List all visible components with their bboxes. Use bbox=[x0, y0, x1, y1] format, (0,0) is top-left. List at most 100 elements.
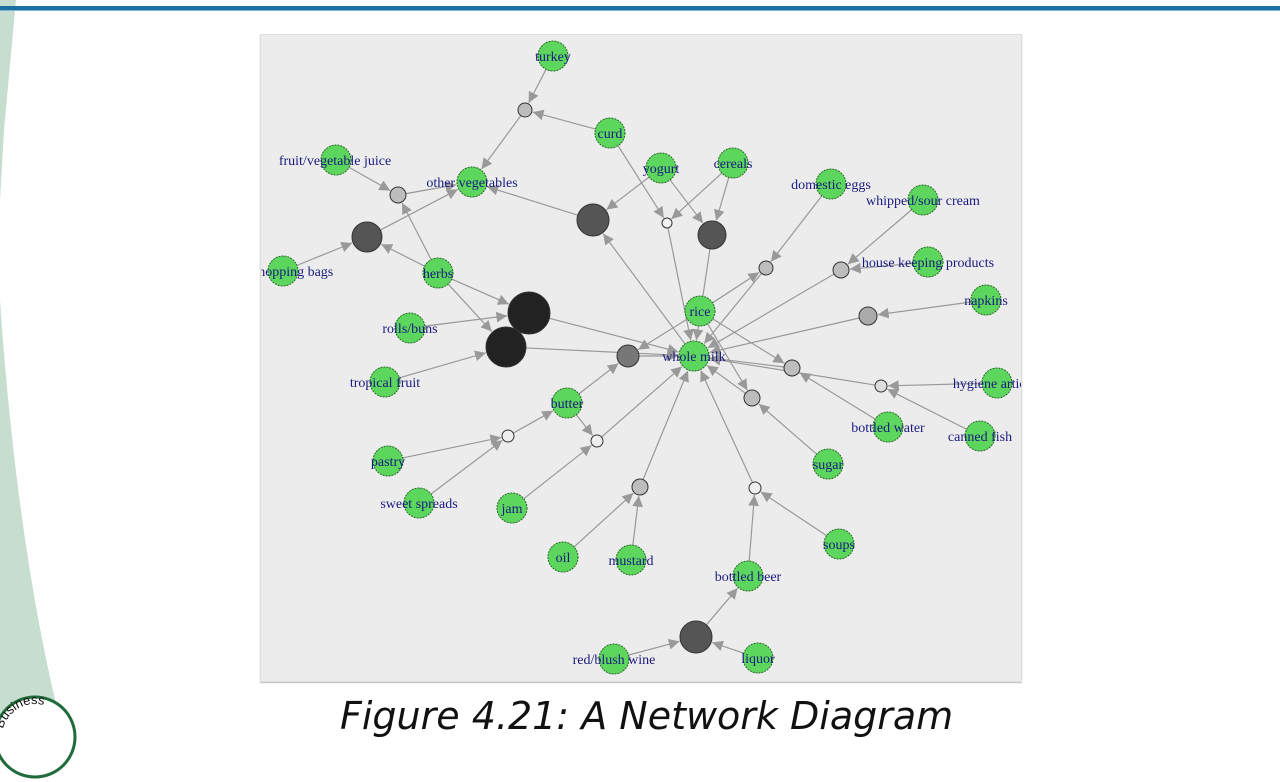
item-label-milk: whole milk bbox=[662, 350, 725, 365]
edge-butter-r12 bbox=[578, 362, 619, 395]
item-label-jam: jam bbox=[501, 502, 523, 517]
edge-milk-r4 bbox=[602, 233, 686, 345]
rule-node-r6[interactable] bbox=[697, 220, 727, 250]
edge-fvjuice-r2 bbox=[348, 166, 391, 192]
item-node-mustard[interactable] bbox=[615, 544, 647, 576]
item-node-spreads[interactable] bbox=[403, 487, 435, 519]
edge-r6-milk bbox=[692, 248, 711, 341]
item-label-napkins: napkins bbox=[964, 294, 1008, 309]
rule-node-r8[interactable] bbox=[832, 261, 850, 279]
business-logo: Business bbox=[0, 692, 77, 779]
item-node-tropical[interactable] bbox=[369, 366, 401, 398]
edge-r7-milk bbox=[703, 273, 763, 344]
item-label-tropical: tropical fruit bbox=[350, 376, 420, 391]
item-label-water: bottled water bbox=[851, 421, 925, 436]
edge-hygiene-r14 bbox=[887, 380, 983, 391]
edge-herbs-r11 bbox=[447, 283, 493, 332]
item-node-fish[interactable] bbox=[964, 420, 996, 452]
decorative-swoosh bbox=[0, 0, 60, 720]
rule-node-r14[interactable] bbox=[874, 379, 888, 393]
edge-tropical-r11 bbox=[399, 350, 486, 379]
item-node-liquor[interactable] bbox=[742, 642, 774, 674]
rule-node-r2[interactable] bbox=[389, 186, 407, 204]
rule-node-r15[interactable] bbox=[743, 389, 761, 407]
item-node-sugar[interactable] bbox=[812, 448, 844, 480]
item-node-rolls[interactable] bbox=[394, 312, 426, 344]
rule-node-r10[interactable] bbox=[507, 291, 551, 335]
edge-r13-milk bbox=[709, 353, 785, 368]
rule-node-r13[interactable] bbox=[783, 359, 801, 377]
rule-node-r4[interactable] bbox=[576, 203, 610, 237]
item-label-rolls: rolls/buns bbox=[382, 322, 437, 337]
edge-cereals-r5 bbox=[671, 172, 723, 220]
rule-node-r12[interactable] bbox=[616, 344, 640, 368]
edge-turkey-r1 bbox=[528, 69, 547, 104]
item-node-eggs[interactable] bbox=[815, 168, 847, 200]
item-node-milk[interactable] bbox=[678, 340, 710, 372]
edge-napkins-r9 bbox=[877, 301, 972, 319]
item-node-butter[interactable] bbox=[551, 387, 583, 419]
item-label-yogurt: yogurt bbox=[643, 162, 680, 177]
edge-water-r13 bbox=[799, 372, 876, 420]
item-label-wine: red/blush wine bbox=[573, 653, 656, 668]
item-label-butter: butter bbox=[551, 397, 584, 412]
item-label-bags: shopping bags bbox=[261, 265, 333, 280]
item-label-rice: rice bbox=[690, 305, 711, 320]
item-node-cereals[interactable] bbox=[717, 147, 749, 179]
edge-r4-othveg bbox=[487, 184, 578, 216]
rule-node-r11[interactable] bbox=[485, 326, 527, 368]
rule-node-r20[interactable] bbox=[679, 620, 713, 654]
item-label-othveg: other vegetables bbox=[426, 176, 517, 191]
item-node-hygiene[interactable] bbox=[981, 367, 1013, 399]
edge-herbs-r2 bbox=[401, 202, 432, 260]
edge-sugar-r15 bbox=[758, 403, 818, 455]
item-label-cream: whipped/sour cream bbox=[866, 194, 980, 209]
edge-wine-r20 bbox=[628, 638, 680, 656]
item-label-hygiene: hygiene articles bbox=[953, 377, 1021, 392]
item-node-fvjuice[interactable] bbox=[320, 144, 352, 176]
item-node-herbs[interactable] bbox=[422, 257, 454, 289]
rule-node-r9[interactable] bbox=[858, 306, 878, 326]
item-node-rice[interactable] bbox=[684, 295, 716, 327]
item-node-bags[interactable] bbox=[267, 255, 299, 287]
item-label-house: house keeping products bbox=[862, 256, 994, 271]
edge-cream-r8 bbox=[847, 209, 912, 265]
item-node-jam[interactable] bbox=[496, 492, 528, 524]
item-node-napkins[interactable] bbox=[970, 284, 1002, 316]
item-node-pastry[interactable] bbox=[372, 445, 404, 477]
rule-node-r3[interactable] bbox=[351, 221, 383, 253]
edge-curd-r5 bbox=[617, 145, 665, 219]
rule-node-r7[interactable] bbox=[758, 260, 774, 276]
edge-liquor-r20 bbox=[711, 640, 744, 654]
item-node-yogurt[interactable] bbox=[645, 152, 677, 184]
item-node-cream[interactable] bbox=[907, 184, 939, 216]
item-node-beer[interactable] bbox=[732, 560, 764, 592]
edge-pastry-r16 bbox=[402, 434, 502, 459]
figure-caption: Figure 4.21: A Network Diagram bbox=[340, 694, 954, 738]
item-node-wine[interactable] bbox=[598, 643, 630, 675]
item-label-mustard: mustard bbox=[608, 554, 653, 569]
item-node-soups[interactable] bbox=[823, 528, 855, 560]
rule-node-r1[interactable] bbox=[517, 102, 533, 118]
edge-rolls-r10 bbox=[424, 311, 508, 327]
edge-rice-r7 bbox=[712, 271, 760, 304]
rule-node-r19[interactable] bbox=[748, 481, 762, 495]
item-node-house[interactable] bbox=[912, 246, 944, 278]
edge-r10-milk bbox=[549, 317, 679, 355]
edge-r15-milk bbox=[706, 364, 746, 394]
edge-herbs-r10 bbox=[451, 278, 510, 305]
item-node-othveg[interactable] bbox=[456, 166, 488, 198]
item-node-water[interactable] bbox=[872, 411, 904, 443]
item-node-curd[interactable] bbox=[594, 117, 626, 149]
rule-node-r18[interactable] bbox=[631, 478, 649, 496]
rule-node-r16[interactable] bbox=[501, 429, 515, 443]
item-node-oil[interactable] bbox=[547, 541, 579, 573]
rule-node-r5[interactable] bbox=[661, 217, 673, 229]
item-label-liquor: liquor bbox=[741, 652, 775, 667]
rule-node-r17[interactable] bbox=[590, 434, 604, 448]
edge-fish-r14 bbox=[886, 388, 967, 430]
edge-jam-r17 bbox=[523, 444, 592, 500]
item-label-herbs: herbs bbox=[423, 267, 453, 282]
item-node-turkey[interactable] bbox=[537, 40, 569, 72]
